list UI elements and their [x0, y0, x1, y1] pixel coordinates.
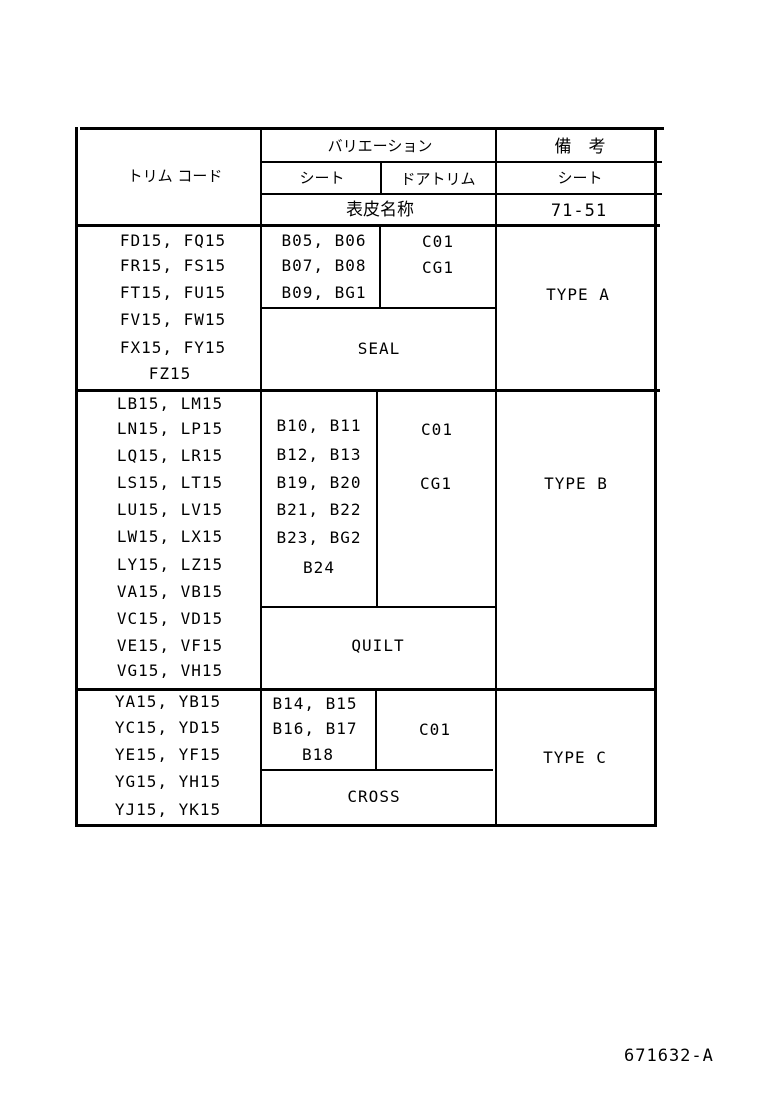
trim-column-divider — [260, 130, 262, 824]
door-trim-code: C01 — [419, 720, 451, 739]
header-line-1 — [262, 161, 662, 163]
surface-name: QUILT — [351, 636, 405, 655]
group1-seat-door-divider — [379, 227, 381, 308]
group-separator-2 — [78, 389, 660, 392]
type-label: TYPE A — [546, 285, 610, 304]
group3-surface-line — [262, 769, 493, 771]
trim-code: LB15, LM15 — [116, 394, 224, 413]
group2-surface-line — [262, 606, 495, 608]
seat-code: B14, B15 — [272, 694, 358, 713]
header-remarks: 備 考 — [554, 137, 606, 157]
header-seat-door-divider — [380, 163, 382, 193]
header-trim-code: トリム コード — [127, 167, 223, 185]
trim-code: FX15, FY15 — [119, 338, 227, 357]
door-trim-code: C01 — [421, 420, 453, 439]
seat-code: B19, B20 — [276, 473, 362, 492]
trim-code: LS15, LT15 — [116, 473, 224, 492]
seat-code: B07, B08 — [281, 256, 367, 275]
header-surface-name: 表皮名称 — [346, 200, 414, 220]
seat-code: B21, B22 — [276, 500, 362, 519]
seat-code: B24 — [303, 558, 335, 577]
header-variation: バリエーション — [327, 137, 433, 155]
table-border-right — [654, 127, 657, 827]
group-separator-3 — [78, 688, 657, 691]
trim-code: FT15, FU15 — [119, 283, 227, 302]
remarks-column-divider — [495, 130, 497, 824]
trim-code: VA15, VB15 — [116, 582, 224, 601]
table-border-bottom — [75, 824, 657, 827]
trim-code: LW15, LX15 — [116, 527, 224, 546]
door-trim-code: C01 — [422, 232, 454, 251]
header-seat: シート — [299, 169, 345, 187]
table-border-left — [75, 127, 78, 827]
trim-code: FR15, FS15 — [119, 256, 227, 275]
door-trim-code: CG1 — [422, 258, 454, 277]
seat-code: B23, BG2 — [276, 528, 362, 547]
table-border-top — [80, 127, 664, 130]
header-line-2 — [262, 193, 662, 195]
trim-code: LN15, LP15 — [116, 419, 224, 438]
drawing-number: 671632-A — [624, 1046, 714, 1066]
surface-name: CROSS — [347, 787, 401, 806]
group1-surface-line — [262, 307, 497, 309]
trim-code: FD15, FQ15 — [119, 231, 227, 250]
trim-code: VE15, VF15 — [116, 636, 224, 655]
trim-code: LY15, LZ15 — [116, 555, 224, 574]
trim-code: YC15, YD15 — [114, 718, 222, 737]
trim-code: YA15, YB15 — [114, 692, 222, 711]
type-label: TYPE B — [544, 474, 608, 493]
header-ref-code: 71-51 — [550, 201, 608, 221]
group-separator-1 — [78, 224, 660, 227]
seat-code: B05, B06 — [281, 231, 367, 250]
trim-code: LU15, LV15 — [116, 500, 224, 519]
trim-code: LQ15, LR15 — [116, 446, 224, 465]
seat-code: B18 — [302, 745, 334, 764]
type-label: TYPE C — [543, 748, 607, 767]
seat-code: B16, B17 — [272, 719, 358, 738]
seat-code: B12, B13 — [276, 445, 362, 464]
trim-code: VC15, VD15 — [116, 609, 224, 628]
header-door-trim: ドアトリム — [400, 170, 476, 188]
trim-code: YE15, YF15 — [114, 745, 222, 764]
trim-code: FV15, FW15 — [119, 310, 227, 329]
header-remarks-seat: シート — [557, 169, 603, 187]
trim-code: VG15, VH15 — [116, 661, 224, 680]
group2-seat-door-divider — [376, 392, 378, 607]
door-trim-code: CG1 — [420, 474, 452, 493]
surface-name: SEAL — [357, 339, 401, 358]
seat-code: B09, BG1 — [281, 283, 367, 302]
trim-code: YJ15, YK15 — [114, 800, 222, 819]
trim-code: FZ15 — [148, 364, 192, 383]
seat-code: B10, B11 — [276, 416, 362, 435]
trim-code: YG15, YH15 — [114, 772, 222, 791]
group3-seat-door-divider — [375, 691, 377, 771]
